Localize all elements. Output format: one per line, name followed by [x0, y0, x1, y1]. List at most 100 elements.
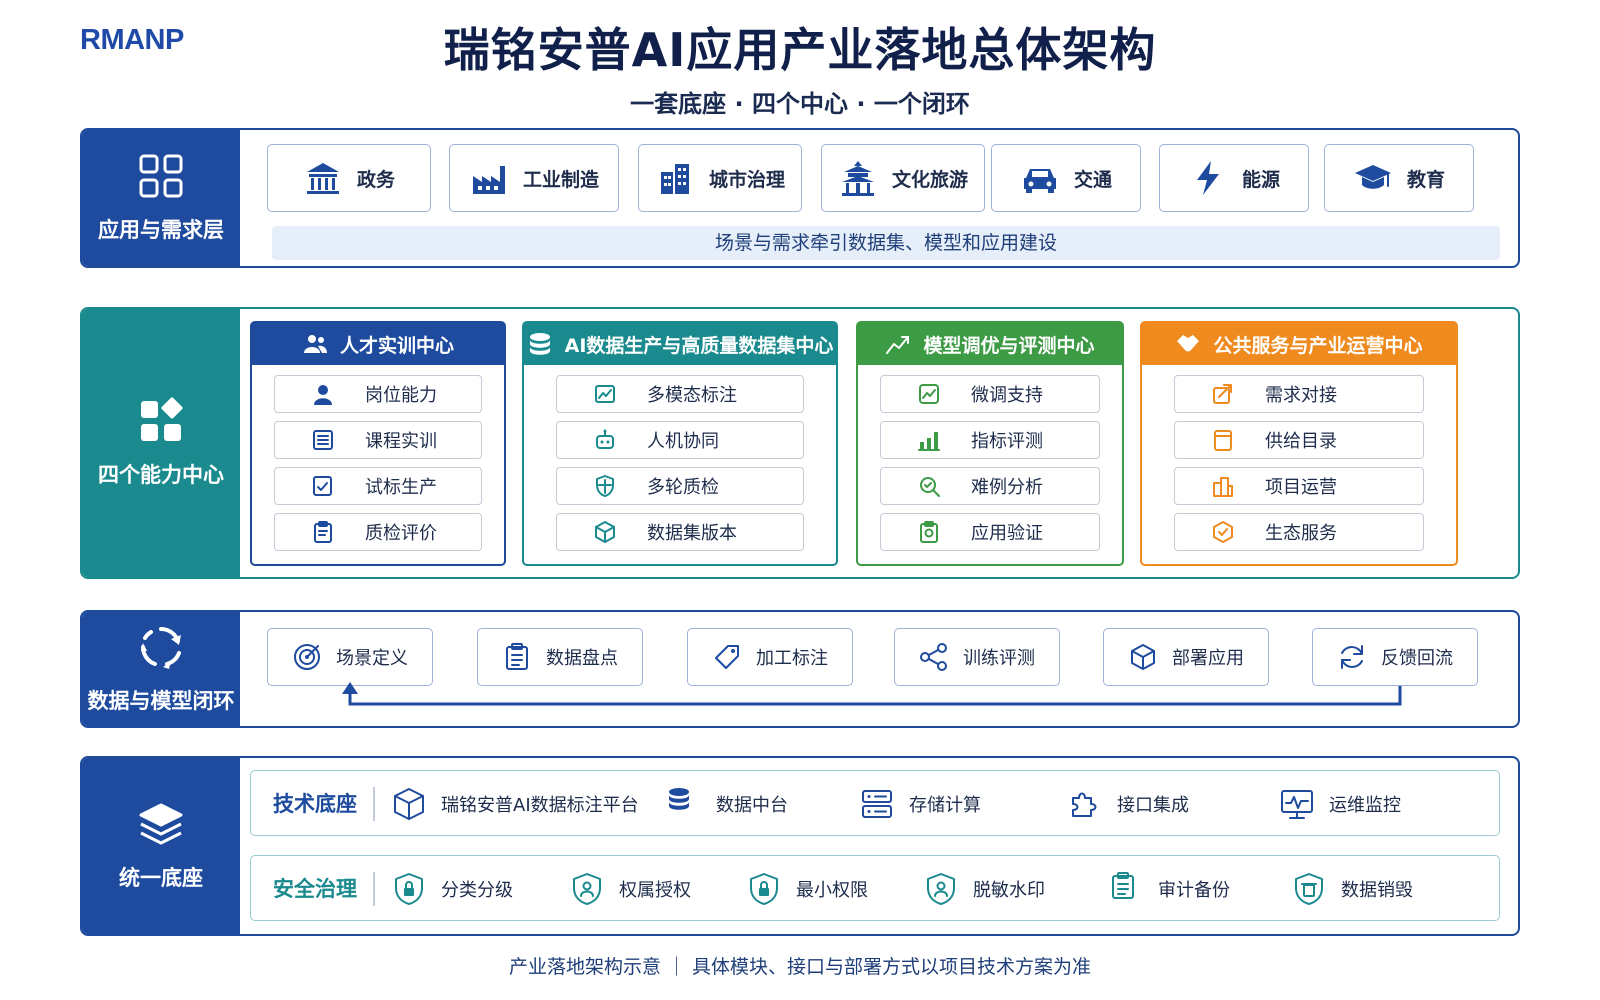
target-icon	[294, 644, 320, 670]
bar-chart-icon	[918, 432, 940, 451]
base-item[interactable]: 脱敏水印	[923, 856, 1045, 922]
app-scene-label: 工业制造	[522, 168, 599, 191]
loop-step-3[interactable]: 加工标注	[687, 628, 853, 686]
security-governance-band: 安全治理 分类分级权属授权最小权限脱敏水印审计备份数据销毁	[250, 855, 1500, 921]
loop-layer-header: 数据与模型闭环	[82, 612, 240, 726]
center-item[interactable]: 难例分析	[880, 467, 1100, 505]
monitor-icon	[1281, 790, 1313, 819]
center-item[interactable]: 项目运营	[1174, 467, 1424, 505]
center-title: 公共服务与产业运营中心	[1213, 334, 1423, 357]
loop-step-2[interactable]: 数据盘点	[477, 628, 643, 686]
trash-icon	[1295, 873, 1323, 905]
flow-down-arrow	[968, 581, 988, 611]
center-item-label: 微调支持	[971, 385, 1043, 406]
base-item[interactable]: 分类分级	[391, 856, 513, 922]
center-item[interactable]: 试标生产	[274, 467, 482, 505]
edit-check-icon	[313, 476, 332, 496]
center-item-label: 人机协同	[647, 431, 719, 452]
app-scene-4[interactable]: 文化旅游	[821, 144, 985, 212]
centers-layer-label: 四个能力中心	[98, 463, 224, 487]
center-item[interactable]: 岗位能力	[274, 375, 482, 413]
center-item[interactable]: 需求对接	[1174, 375, 1424, 413]
center-title: 模型调优与评测中心	[923, 334, 1095, 357]
base-item[interactable]: 权属授权	[569, 856, 691, 922]
external-link-icon	[1213, 384, 1232, 404]
page-subtitle: 一套底座 · 四个中心 · 一个闭环	[630, 90, 970, 118]
center-item[interactable]: 微调支持	[880, 375, 1100, 413]
base-item[interactable]: 审计备份	[1108, 856, 1230, 922]
company-logo: RMANP	[80, 24, 184, 56]
center-item[interactable]: 质检评价	[274, 513, 482, 551]
center-title: AI数据生产与高质量数据集中心	[564, 334, 834, 357]
loop-step-1[interactable]: 场景定义	[267, 628, 433, 686]
base-item-label: 运维监控	[1329, 795, 1401, 816]
people-icon	[303, 335, 327, 353]
base-layer-header: 统一底座	[82, 758, 240, 934]
app-scene-label: 文化旅游	[891, 168, 968, 191]
flow-down-arrow	[652, 581, 672, 611]
flow-down-arrow	[352, 581, 372, 611]
blocks-icon	[141, 397, 183, 441]
handshake-icon	[1177, 335, 1200, 352]
base-item[interactable]: 运维监控	[1279, 771, 1401, 837]
app-scene-3[interactable]: 城市治理	[638, 144, 802, 212]
center-item[interactable]: 人机协同	[556, 421, 804, 459]
center-item-label: 需求对接	[1265, 385, 1337, 406]
app-scene-7[interactable]: 教育	[1324, 144, 1474, 212]
server-icon	[862, 790, 892, 818]
apps-grid-icon	[139, 154, 183, 198]
buildings-icon	[1213, 477, 1233, 497]
center-item[interactable]: 多模态标注	[556, 375, 804, 413]
divider	[373, 872, 375, 906]
graduation-cap-icon	[1354, 165, 1391, 189]
flow-down-arrow	[352, 272, 372, 302]
base-item[interactable]: 瑞铭安普AI数据标注平台	[391, 771, 639, 837]
app-scene-6[interactable]: 能源	[1159, 144, 1309, 212]
cube-icon	[595, 521, 615, 543]
center-item[interactable]: 供给目录	[1174, 421, 1424, 459]
center-item[interactable]: 多轮质检	[556, 467, 804, 505]
center-item-label: 课程实训	[365, 431, 437, 452]
trend-line-icon	[886, 336, 910, 354]
loop-step-5[interactable]: 部署应用	[1103, 628, 1269, 686]
loop-step-6[interactable]: 反馈回流	[1312, 628, 1478, 686]
base-item[interactable]: 数据销毁	[1291, 856, 1413, 922]
loop-step-4[interactable]: 训练评测	[894, 628, 1060, 686]
base-item[interactable]: 存储计算	[859, 771, 981, 837]
base-item[interactable]: 接口集成	[1067, 771, 1189, 837]
center-item-label: 项目运营	[1265, 477, 1337, 498]
shield-user-icon	[927, 873, 955, 905]
capability-center-4: 公共服务与产业运营中心需求对接供给目录项目运营生态服务	[1140, 321, 1458, 566]
loop-step-label: 加工标注	[756, 648, 828, 669]
app-scene-1[interactable]: 政务	[267, 144, 431, 212]
app-scene-2[interactable]: 工业制造	[449, 144, 619, 212]
temple-icon	[841, 161, 874, 196]
loop-step-label: 场景定义	[336, 648, 408, 669]
base-item-label: 分类分级	[441, 880, 513, 901]
database-icon	[529, 333, 550, 355]
government-building-icon	[306, 163, 339, 194]
base-item[interactable]: 最小权限	[746, 856, 868, 922]
center-item-label: 质检评价	[365, 523, 437, 544]
center-item-label: 供给目录	[1265, 431, 1337, 452]
app-layer-header: 应用与需求层	[82, 130, 240, 266]
center-header: AI数据生产与高质量数据集中心	[524, 323, 836, 365]
base-item-label: 存储计算	[909, 795, 981, 816]
base-item[interactable]: 数据中台	[666, 771, 788, 837]
puzzle-icon	[1072, 792, 1097, 817]
loop-layer-label: 数据与模型闭环	[87, 689, 235, 713]
base-item-label: 最小权限	[796, 880, 868, 901]
data-model-loop-layer: 数据与模型闭环 场景定义 数据盘点 加工标注 训练评测部署应用反馈回流	[80, 610, 1520, 728]
center-item[interactable]: 课程实训	[274, 421, 482, 459]
app-layer-label: 应用与需求层	[98, 218, 224, 242]
center-item[interactable]: 数据集版本	[556, 513, 804, 551]
base-item-label: 瑞铭安普AI数据标注平台	[441, 795, 639, 816]
center-item-label: 数据集版本	[647, 523, 737, 544]
center-item[interactable]: 应用验证	[880, 513, 1100, 551]
center-item[interactable]: 指标评测	[880, 421, 1100, 459]
center-item[interactable]: 生态服务	[1174, 513, 1424, 551]
app-scene-5[interactable]: 交通	[991, 144, 1141, 212]
clipboard-icon	[314, 521, 332, 543]
center-item-label: 应用验证	[971, 523, 1043, 544]
